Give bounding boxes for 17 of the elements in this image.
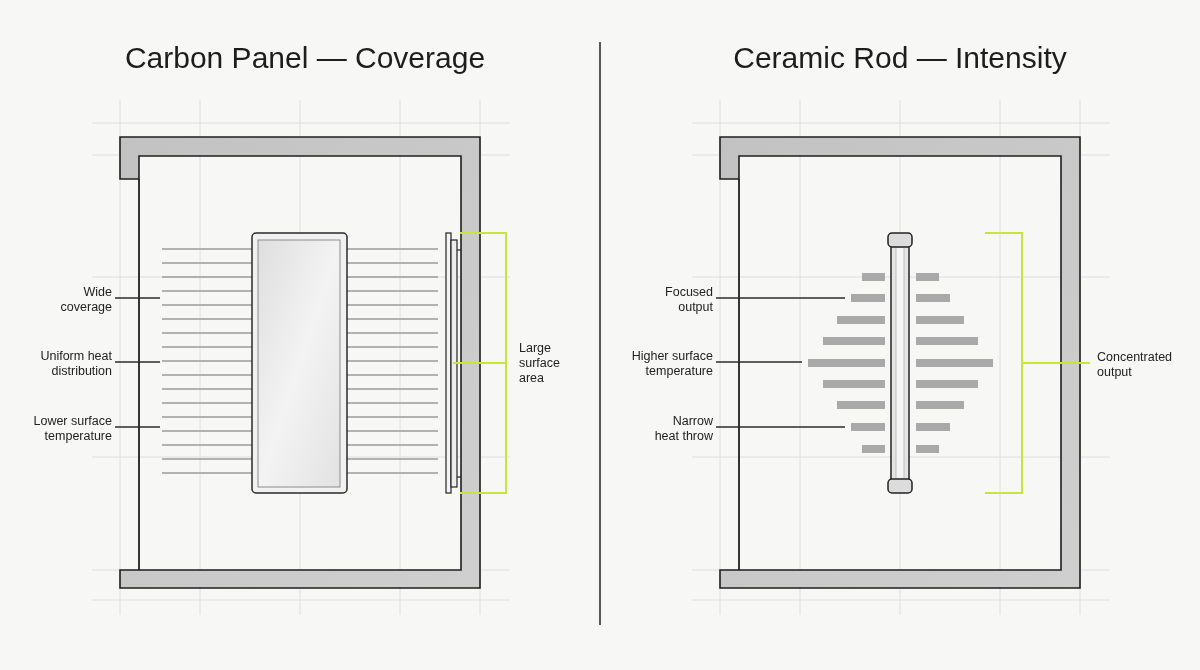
bracket-label: Large surface area: [519, 341, 561, 386]
callout-text: Wide coverage: [56, 285, 112, 315]
leader-line: [715, 361, 803, 363]
leader-line: [114, 297, 161, 299]
heat-bars: [808, 273, 993, 453]
leader-line: [114, 361, 161, 363]
callout-text: Focused output: [661, 285, 713, 315]
callout-text: Narrow heat throw: [650, 414, 713, 444]
callout-text: Lower surface temperature: [30, 414, 112, 444]
bracket-label: Concentrated output: [1097, 350, 1174, 380]
panel-heading: Ceramic Rod — Intensity: [733, 40, 1067, 76]
leader-line: [114, 426, 161, 428]
leader-line: [715, 297, 846, 299]
leader-line: [715, 426, 846, 428]
callout-text: Higher surface temperature: [628, 349, 713, 379]
callout-text: Uniform heat distribution: [36, 349, 112, 379]
panel-heading: Carbon Panel — Coverage: [124, 40, 486, 76]
